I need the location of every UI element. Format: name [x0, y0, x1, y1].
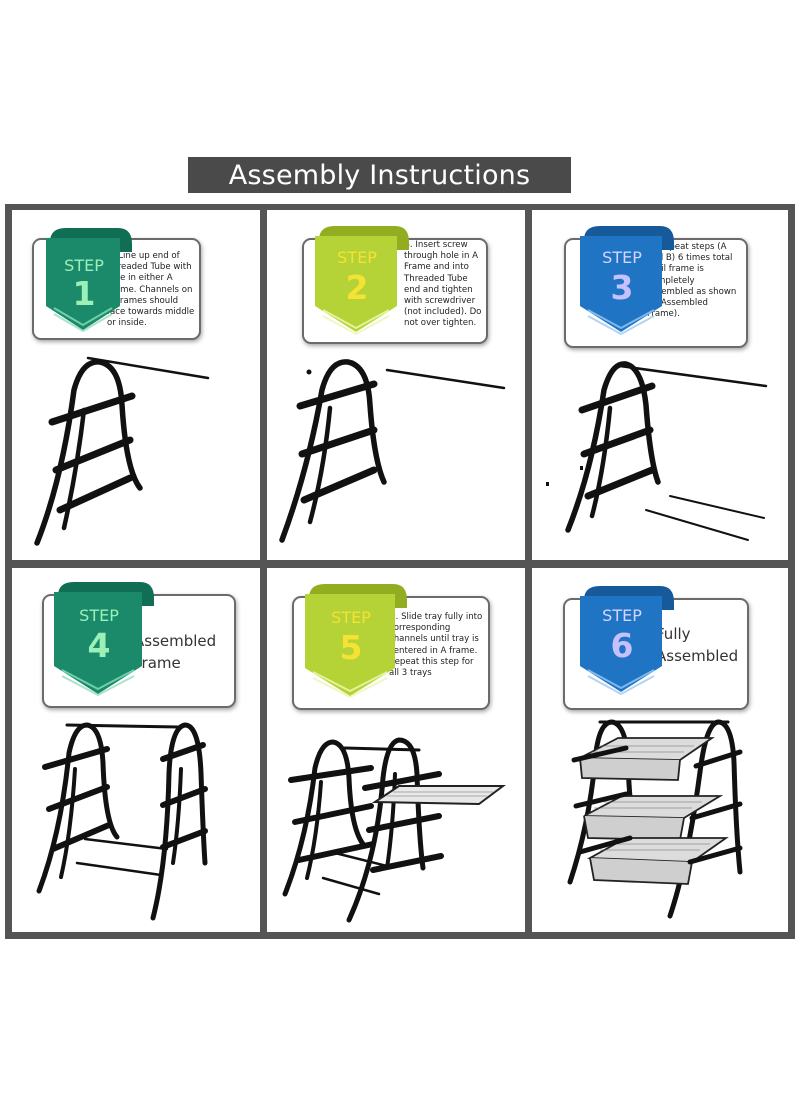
step-2-badge: STEP 2	[305, 220, 409, 335]
step-3-number: 3	[610, 268, 634, 307]
step-5-badge: STEP 5	[295, 578, 407, 698]
step-1-badge: STEP 1	[36, 222, 132, 332]
step-6-number: 6	[610, 626, 634, 665]
step-6-label: STEP	[602, 606, 642, 625]
step-6-panel: Fully Assembled STEP 6	[532, 568, 788, 932]
step-5-number: 5	[339, 628, 363, 667]
step-4-instruction: Assembled Frame	[134, 632, 217, 672]
step-5-label: STEP	[331, 608, 371, 627]
step-2-illustration	[279, 359, 506, 543]
step-2-instruction: B. Insert screw through hole in A Frame …	[404, 240, 482, 329]
step-3-badge: STEP 3	[570, 220, 674, 335]
step-2-panel: B. Insert screw through hole in A Frame …	[267, 210, 525, 560]
step-1-number: 1	[72, 274, 96, 313]
step-5-illustration	[282, 737, 506, 923]
step-4-panel: Assembled Frame STEP 4	[12, 568, 260, 932]
step-3-instruction: C. Repeat steps (A and B) 6 times total …	[647, 242, 737, 320]
step-4-label: STEP	[79, 606, 119, 625]
steps-grid: A. Line up end of Threaded Tube with hol…	[5, 204, 795, 939]
step-1-instruction: A. Line up end of Threaded Tube with hol…	[107, 251, 195, 329]
step-3-label: STEP	[602, 248, 642, 267]
step-4-number: 4	[87, 626, 111, 665]
step-4-illustration	[36, 722, 208, 921]
page-title: Assembly Instructions	[188, 157, 571, 193]
step-3-panel: C. Repeat steps (A and B) 6 times total …	[532, 210, 788, 560]
step-2-label: STEP	[337, 248, 377, 267]
step-4-badge: STEP 4	[44, 576, 154, 696]
step-5-panel: D. Slide tray fully into corresponding c…	[267, 568, 525, 932]
step-1-panel: A. Line up end of Threaded Tube with hol…	[12, 210, 260, 560]
step-3-illustration	[546, 361, 768, 541]
step-1-label: STEP	[64, 256, 104, 275]
step-6-illustration	[567, 719, 743, 919]
step-1-illustration	[34, 356, 210, 546]
step-6-badge: STEP 6	[570, 580, 674, 695]
step-5-instruction: D. Slide tray fully into corresponding c…	[389, 612, 483, 679]
step-2-number: 2	[345, 268, 369, 307]
step-6-instruction: Fully Assembled	[656, 625, 739, 665]
